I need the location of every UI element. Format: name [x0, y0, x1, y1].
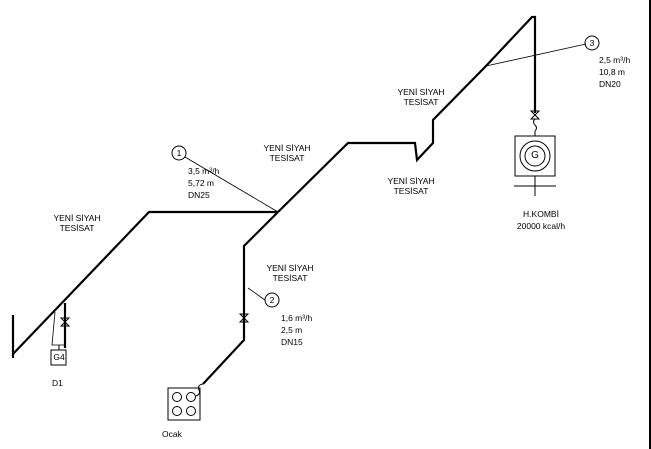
callout-1-circle	[171, 145, 187, 161]
callout-2-number: 2	[269, 295, 275, 305]
stove-valve-icon	[238, 313, 250, 323]
pipe-label-4: YENİ SİYAH TESİSAT	[387, 176, 434, 196]
main-pipe-segment-2	[277, 15, 537, 213]
pipe-label-2-line1: YENİ SİYAH	[263, 143, 311, 153]
callout-3-number: 3	[589, 38, 595, 48]
callout-2-diameter: DN15	[281, 337, 303, 347]
callout-3-flow: 2,5 m³/h	[599, 55, 631, 65]
callout-1-diameter: DN25	[188, 190, 210, 200]
pipe-label-1: YENİ SİYAH TESİSAT	[53, 213, 100, 233]
main-pipe-segment-1	[12, 210, 278, 355]
callout-3-circle	[584, 35, 600, 51]
boiler-flex-connector-icon	[533, 118, 537, 132]
gas-meter-icon	[50, 345, 67, 366]
pipe-label-3-line2: TESİSAT	[272, 273, 308, 283]
boiler-symbol: G	[531, 150, 539, 161]
pipe-label-5: YENİ SİYAH TESİSAT	[397, 87, 444, 107]
callout-1-leader	[184, 156, 279, 213]
callout-2-length: 2,5 m	[281, 325, 303, 335]
stove-label: Ocak	[162, 429, 182, 439]
boiler-icon	[514, 131, 556, 196]
gas-meter-symbol: G4	[53, 352, 65, 362]
callout-3-diameter: DN20	[599, 79, 621, 89]
callout-3-length: 10,8 m	[599, 67, 625, 77]
callout-1-number: 1	[176, 148, 182, 158]
pipe-label-5-line1: YENİ SİYAH	[397, 87, 445, 97]
pipe-label-1-line1: YENİ SİYAH	[53, 213, 101, 223]
callout-1-flow: 3,5 m³/h	[188, 166, 220, 176]
boiler-valve-icon	[529, 110, 541, 120]
stove-icon	[167, 387, 201, 421]
meter-bypass-line	[51, 311, 65, 346]
callout-2-leader	[247, 287, 266, 301]
callout-2-flow: 1,6 m³/h	[281, 313, 313, 323]
pipe-label-3-line1: YENİ SİYAH	[266, 263, 314, 273]
gas-meter-label: D1	[52, 378, 63, 388]
meter-valve-icon	[59, 317, 71, 327]
callout-2-circle	[264, 292, 280, 308]
pipe-label-5-line2: TESİSAT	[403, 97, 439, 107]
boiler-name: H.KOMBİ	[523, 209, 559, 219]
pipe-label-2-line2: TESİSAT	[269, 153, 305, 163]
stove-branch-pipe	[202, 211, 279, 385]
callout-1-length: 5,72 m	[188, 178, 214, 188]
pipe-label-1-line2: TESİSAT	[59, 223, 95, 233]
pipe-label-4-line2: TESİSAT	[393, 186, 429, 196]
pipe-label-3: YENİ SİYAH TESİSAT	[266, 263, 313, 283]
boiler-capacity: 20000 kcal/h	[516, 221, 566, 231]
pipe-label-4-line1: YENİ SİYAH	[387, 176, 435, 186]
stove-flex-connector-icon	[195, 383, 204, 397]
right-border	[649, 0, 651, 449]
callout-3-leader	[485, 43, 587, 67]
pipe-label-2: YENİ SİYAH TESİSAT	[263, 143, 310, 163]
